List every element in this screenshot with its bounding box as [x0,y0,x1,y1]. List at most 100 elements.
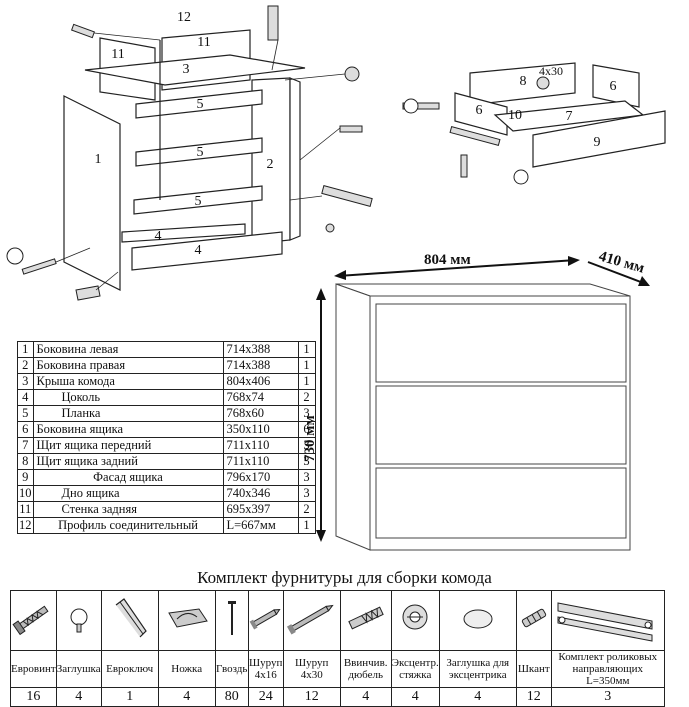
part-qty: 1 [297,341,316,358]
hardware-image-cell [55,590,102,651]
hardware-count: 12 [515,687,552,707]
part-number: 9 [17,469,34,486]
part-number: 12 [17,517,34,534]
part-size: 714x388 [222,341,299,358]
hardware-image-cell [438,590,517,651]
cam-lock-icon [402,604,428,630]
cam-cap-icon [463,609,493,629]
hardware-count: 4 [390,687,440,707]
hardware-image-cell [550,590,665,651]
part-qty: 3 [297,437,316,454]
screw-4x16-icon [249,609,281,630]
part-qty: 3 [297,405,316,422]
label-drawer-9: 9 [594,135,601,150]
drawer-exploded-diagram: 8 4x30 6 6 7 10 9 [402,62,666,185]
part-size: 350x110 [222,421,299,438]
hardware-image-cell [282,590,341,651]
hardware-label: Заглушка для эксцентрика [438,650,517,688]
hardware-label: Ввинчив. дюбель [339,650,392,688]
part-number: 1 [17,341,34,358]
hardware-count: 24 [247,687,284,707]
carcass-exploded-diagram: 12 11 11 3 5 5 5 1 2 4 4 [6,5,373,301]
hardware-label: Комплект роликовых направляющих L=350мм [550,650,665,688]
dimension-width: 804 мм [424,252,471,268]
part-name: Стенка задняя [32,501,224,518]
part-qty: 2 [297,501,316,518]
label-drawer-6a: 6 [476,103,483,118]
hardware-image-cell [247,590,284,651]
part-name: Боковина правая [32,357,224,374]
part-name: Боковина ящика [32,421,224,438]
label-part-11a: 11 [111,47,124,62]
part-size: 714x388 [222,357,299,374]
label-part-3: 3 [183,62,190,77]
hardware-image-cell [157,590,216,651]
part-name: Крыша комода [32,373,224,390]
hardware-label: Эксцентр. стяжка [390,650,440,688]
hardware-label: Шкант [515,650,552,688]
hardware-image-cell [515,590,552,651]
hardware-label: Евровинт [10,650,57,688]
part-size: 768x74 [222,389,299,406]
part-name: Профиль соединительный [32,517,224,534]
hardware-image-cell [214,590,249,651]
label-part-5a: 5 [197,97,204,112]
hardware-count: 4 [157,687,216,707]
label-part-5b: 5 [197,145,204,160]
label-part-4a: 4 [155,229,162,244]
part-qty: 3 [297,485,316,502]
part-qty: 3 [297,453,316,470]
part-size: 768x60 [222,405,299,422]
hardware-image-cell [390,590,440,651]
part-size: 740x346 [222,485,299,502]
part-number: 7 [17,437,34,454]
part-size: 695x397 [222,501,299,518]
cap-icon [70,608,88,633]
hardware-image-cell [339,590,392,651]
part-number: 2 [17,357,34,374]
part-number: 5 [17,405,34,422]
label-part-11b: 11 [197,35,210,50]
hardware-label: Ножка [157,650,216,688]
hardware-image-cell [10,590,57,651]
hardware-label: Шуруп 4x16 [247,650,284,688]
label-part-5c: 5 [195,194,202,209]
euro-screw-icon [12,605,49,636]
dowel-icon [521,608,546,628]
hardware-count: 4 [438,687,517,707]
part-number: 6 [17,421,34,438]
hardware-count: 80 [214,687,249,707]
part-qty: 1 [297,357,316,374]
hardware-label: Заглушка [55,650,102,688]
hardware-image-cell [100,590,159,651]
screw-in-dowel-icon [347,606,384,630]
hardware-label: Шуруп 4x30 [282,650,341,688]
hardware-count: 4 [339,687,392,707]
part-size: L=667мм [222,517,299,534]
label-part-1: 1 [95,152,102,167]
part-name: Боковина левая [32,341,224,358]
assembled-dresser: 804 мм 410 мм 730 мм [302,248,650,551]
hardware-count: 3 [550,687,665,707]
part-qty: 1 [297,517,316,534]
part-size: 711x110 [222,453,299,470]
hardware-count: 1 [100,687,159,707]
part-name: Планка [32,405,224,422]
part-number: 11 [17,501,34,518]
hardware-count: 4 [55,687,102,707]
part-size: 804x406 [222,373,299,390]
label-part-4b: 4 [195,243,202,258]
